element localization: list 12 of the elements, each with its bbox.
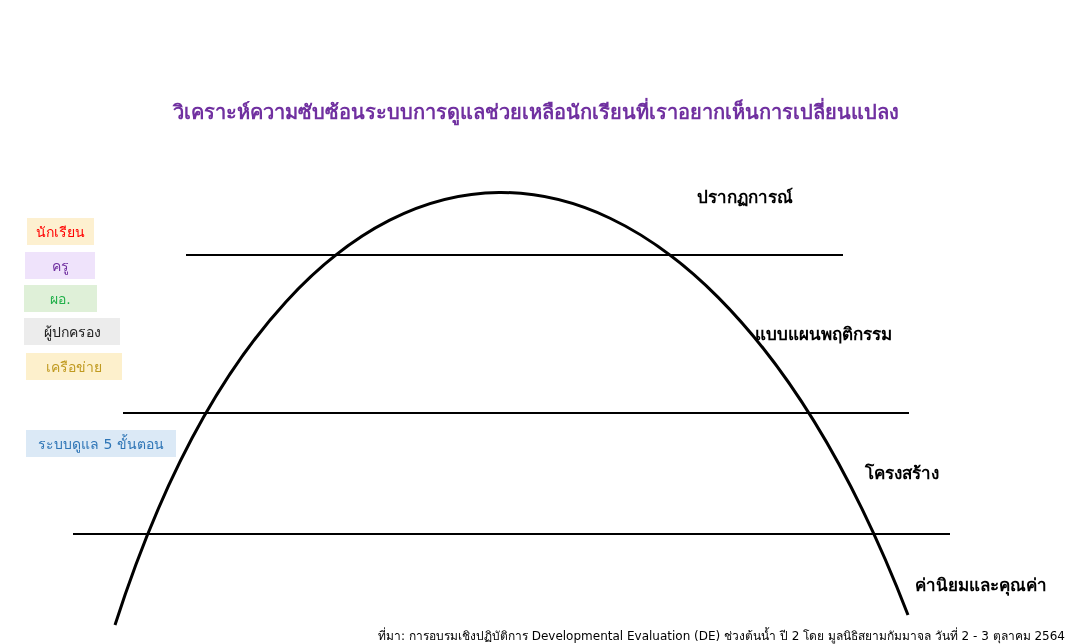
label-tag: ระบบดูแล 5 ขั้นตอน: [26, 430, 176, 457]
title-text: วิเคราะห์ความซับซ้อนระบบการดูแลช่วยเหลือนักเรียนที่เราอยากเห็นการเปลี่ยนแปลง: [171, 97, 900, 128]
caption-text: ที่มา: การอบรมเชิงปฏิบัติการ Developmental Evaluation (DE) ช่วงต้นน้ำ ปี 2 โดย มูลนิธิสยามกัมมาจล วันที่ 2 - 3 ตุลาคม 2564: [378, 626, 1065, 644]
layer-label: ค่านิยมและคุณค่า: [915, 574, 1047, 598]
label-tag: ครู: [25, 252, 95, 279]
layer-label: แบบแผนพฤติกรรม: [755, 323, 892, 346]
layer-label: ปรากฏการณ์: [697, 186, 793, 209]
label-tag: ผอ.: [24, 285, 97, 312]
label-tag: นักเรียน: [27, 218, 94, 245]
label-tag: ผู้ปกครอง: [24, 318, 120, 345]
layer-label: โครงสร้าง: [865, 462, 939, 485]
label-tag: เครือข่าย: [26, 353, 122, 380]
